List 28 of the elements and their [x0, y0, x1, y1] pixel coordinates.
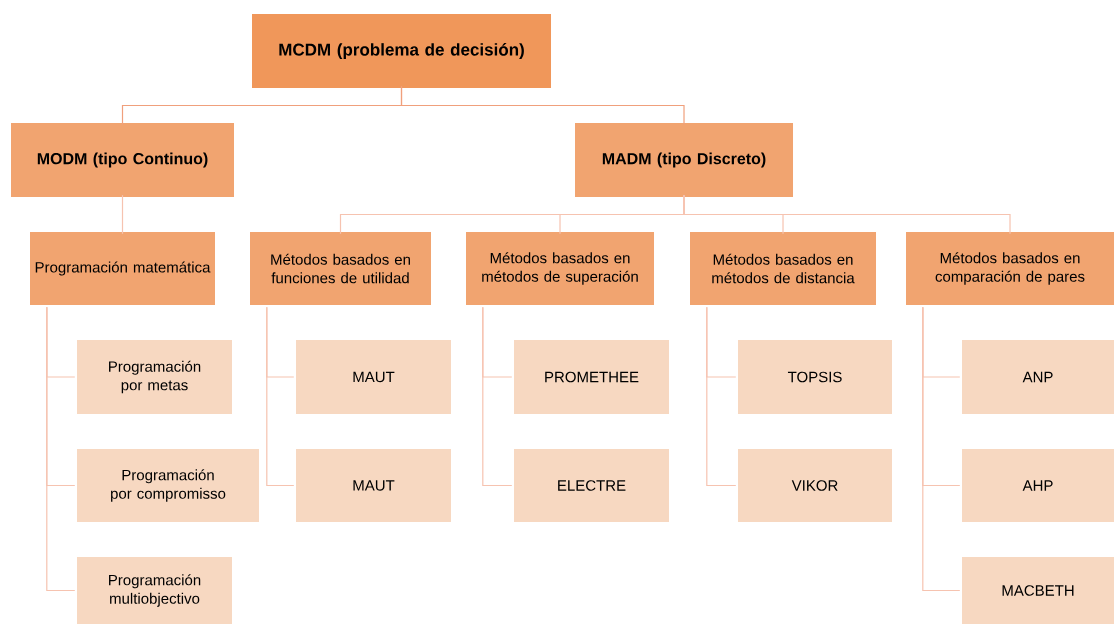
method-group-box: Métodos basados en funciones de utilidad: [250, 232, 431, 305]
connector-line: [922, 306, 961, 592]
connector-line: [46, 306, 76, 592]
connector-line: [400, 85, 685, 126]
connector-line: [266, 306, 295, 487]
method-group-box: Métodos basados en métodos de superación: [466, 232, 654, 305]
method-group-box: Programación matemática: [30, 232, 215, 305]
method-box: Programación por metas: [77, 340, 232, 414]
method-box: MACBETH: [962, 557, 1114, 624]
method-group-box: Métodos basados en métodos de distancia: [690, 232, 876, 305]
root-box: MCDM (problema de decisión): [252, 14, 551, 88]
category-box: MODM (tipo Continuo): [11, 123, 234, 197]
method-box: ELECTRE: [514, 449, 669, 522]
connector-line: [706, 306, 737, 487]
method-box: TOPSIS: [738, 340, 892, 414]
method-box: ANP: [962, 340, 1114, 414]
method-box: AHP: [962, 449, 1114, 522]
method-box: Programación multiobjectivo: [77, 557, 232, 624]
category-box: MADM (tipo Discreto): [575, 123, 793, 197]
method-box: MAUT: [296, 340, 451, 414]
method-box: Programación por compromisso: [77, 449, 259, 522]
method-group-box: Métodos basados en comparación de pares: [906, 232, 1114, 305]
connector-line: [482, 306, 513, 487]
method-box: VIKOR: [738, 449, 892, 522]
method-box: MAUT: [296, 449, 451, 522]
method-box: PROMETHEE: [514, 340, 669, 414]
connector-line: [121, 194, 124, 235]
connector-line: [683, 194, 1011, 235]
